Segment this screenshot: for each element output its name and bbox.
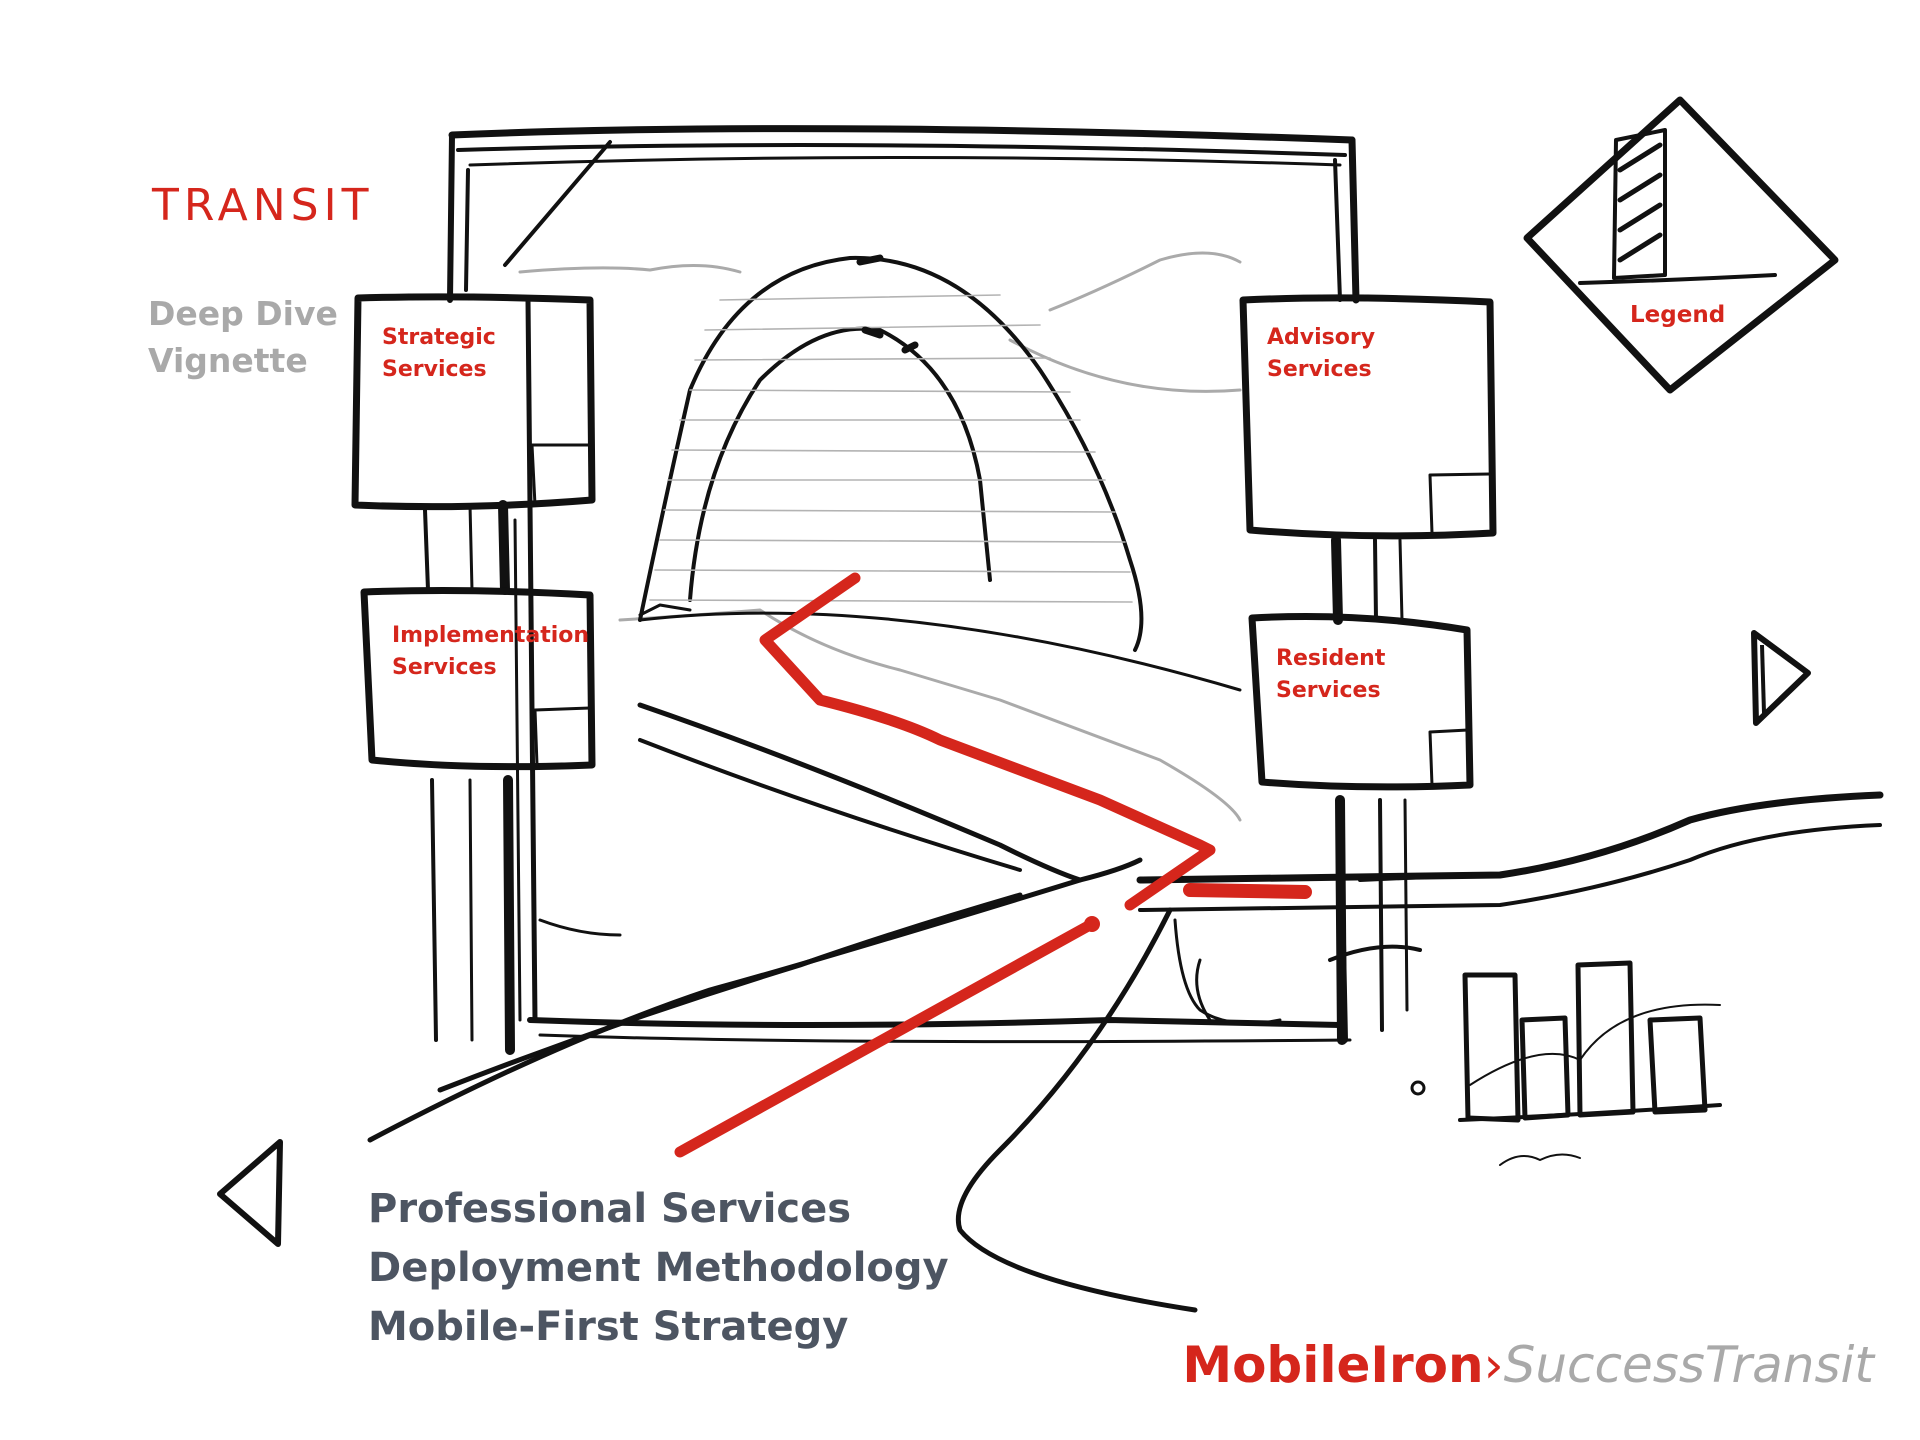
sign-label-line: Services xyxy=(382,357,487,382)
brand-product: SuccessTransit xyxy=(1503,1336,1874,1394)
brand-separator: › xyxy=(1483,1336,1504,1394)
sign-label-line: Implementation xyxy=(392,623,590,648)
sign-label-line: Resident xyxy=(1276,646,1386,671)
frame-top xyxy=(448,125,1356,144)
sign-advisory xyxy=(1239,294,1497,540)
sign-label-line: Advisory xyxy=(1267,325,1376,350)
subtitle-line-1: Deep Dive xyxy=(148,294,338,333)
sign-strategic xyxy=(351,293,596,511)
topic-item: Deployment Methodology xyxy=(368,1245,949,1291)
sign-label-line: Services xyxy=(392,655,497,680)
topic-list: Professional Services Deployment Methodo… xyxy=(368,1180,949,1357)
sign-implementation xyxy=(360,587,596,771)
sign-label-implementation[interactable]: Implementation Services xyxy=(392,620,589,684)
sign-label-advisory[interactable]: Advisory Services xyxy=(1267,322,1375,386)
sign-label-line: Services xyxy=(1276,678,1381,703)
frame-bottom xyxy=(527,1017,1343,1028)
sign-label-line: Strategic xyxy=(382,325,496,350)
prev-button[interactable] xyxy=(212,1136,286,1250)
topic-item: Mobile-First Strategy xyxy=(368,1304,849,1350)
sign-resident xyxy=(1248,613,1474,791)
subtitle-line-2: Vignette xyxy=(148,341,308,380)
brand-logo: MobileIron›SuccessTransit xyxy=(1182,1336,1874,1394)
frame-left xyxy=(525,297,538,1023)
road-right-edge xyxy=(955,907,1198,1313)
sign-label-line: Services xyxy=(1267,357,1372,382)
topic-item: Professional Services xyxy=(368,1186,852,1232)
arch-mountain xyxy=(638,255,1144,652)
brand-name: MobileIron xyxy=(1182,1336,1484,1394)
triangle-right-icon xyxy=(1751,630,1811,726)
legend-diamond xyxy=(1523,96,1839,394)
sign-label-resident[interactable]: Resident Services xyxy=(1276,643,1385,707)
next-button[interactable] xyxy=(1746,625,1816,731)
page-title: TRANSIT xyxy=(152,180,374,231)
sign-label-strategic[interactable]: Strategic Services xyxy=(382,322,496,386)
legend-button-label[interactable]: Legend xyxy=(1630,302,1726,328)
page-subtitle: Deep Dive Vignette xyxy=(148,290,338,384)
triangle-left-icon xyxy=(217,1139,283,1247)
road-left-edge xyxy=(367,857,1143,1143)
route-line xyxy=(759,572,1216,911)
